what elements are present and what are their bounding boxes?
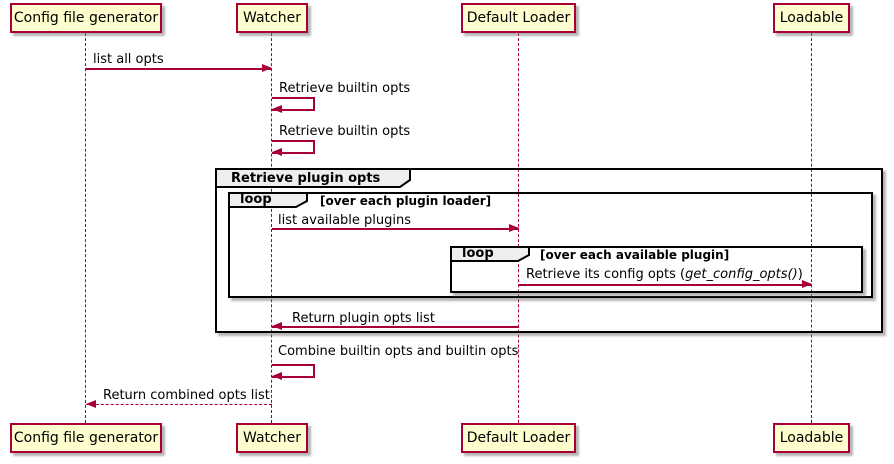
arrowhead	[272, 372, 282, 380]
message-return-plugin-opts-list: Return plugin opts list	[292, 311, 435, 326]
message-line	[272, 228, 519, 230]
participant-top-default-loader: Default Loader	[461, 3, 576, 33]
participant-label: Loadable	[779, 430, 844, 446]
loop-frame-plugin-loader: loop [over each plugin loader]	[228, 192, 873, 298]
self-message-line	[272, 140, 315, 142]
message-retrieve-config-opts: Retrieve its config opts (get_config_opt…	[526, 267, 803, 282]
lifeline-watcher	[271, 33, 272, 423]
message-line	[86, 68, 272, 70]
arrowhead	[262, 64, 272, 72]
participant-label: Config file generator	[13, 430, 159, 446]
self-message-line	[313, 140, 315, 153]
arrowhead	[272, 105, 282, 113]
self-message-line	[272, 109, 315, 111]
self-message-line	[272, 376, 315, 378]
participant-label: Config file generator	[13, 10, 159, 26]
lifeline-loadable	[811, 33, 812, 423]
message-line	[272, 326, 519, 328]
participant-bottom-loadable: Loadable	[773, 423, 850, 453]
loop-frame-available-plugin: loop [over each available plugin]	[450, 246, 863, 293]
participant-label: Loadable	[779, 10, 844, 26]
arrowhead	[272, 148, 282, 156]
message-list-all-opts: list all opts	[93, 52, 164, 67]
loop-condition-label: [over each available plugin]	[540, 248, 730, 262]
self-message-line	[272, 152, 315, 154]
participant-bottom-watcher: Watcher	[236, 423, 308, 453]
self-message-line	[272, 97, 315, 99]
participant-label: Watcher	[243, 10, 301, 26]
self-message-line	[313, 364, 315, 377]
self-message-line	[313, 97, 315, 110]
participant-top-loadable: Loadable	[773, 3, 850, 33]
message-combine-opts: Combine builtin opts and builtin opts	[278, 344, 519, 359]
frame-header-shape	[228, 192, 308, 208]
message-list-available-plugins: list available plugins	[278, 213, 412, 228]
message-text-italic: get_config_opts()	[685, 267, 798, 282]
frame-header-shape	[450, 246, 530, 262]
frame-label: Retrieve plugin opts	[231, 171, 381, 186]
participant-label: Default Loader	[466, 430, 571, 446]
loop-condition-label: [over each plugin loader]	[320, 194, 492, 208]
loop-keyword-label: loop	[240, 192, 272, 207]
lifeline-config-file-generator	[85, 33, 86, 423]
group-frame-retrieve-plugin-opts: Retrieve plugin opts	[215, 168, 883, 333]
loop-keyword-label: loop	[462, 246, 494, 261]
participant-top-watcher: Watcher	[236, 3, 308, 33]
arrowhead	[509, 224, 519, 232]
frame-header-shape	[215, 168, 411, 188]
message-line	[86, 404, 272, 405]
message-retrieve-builtin-opts-2: Retrieve builtin opts	[279, 124, 411, 139]
message-text-suffix: )	[797, 267, 803, 282]
participant-bottom-config-file-generator: Config file generator	[10, 423, 162, 453]
message-retrieve-builtin-opts-1: Retrieve builtin opts	[279, 81, 411, 96]
participant-label: Default Loader	[466, 10, 571, 26]
message-return-combined-opts-list: Return combined opts list	[103, 388, 270, 403]
message-line	[519, 284, 812, 286]
participant-bottom-default-loader: Default Loader	[461, 423, 576, 453]
participant-top-config-file-generator: Config file generator	[10, 3, 162, 33]
message-text-prefix: Retrieve its config opts (	[526, 267, 686, 282]
arrowhead	[272, 322, 282, 330]
self-message-line	[272, 364, 315, 366]
arrowhead	[802, 280, 812, 288]
participant-label: Watcher	[243, 430, 301, 446]
arrowhead	[86, 400, 96, 408]
